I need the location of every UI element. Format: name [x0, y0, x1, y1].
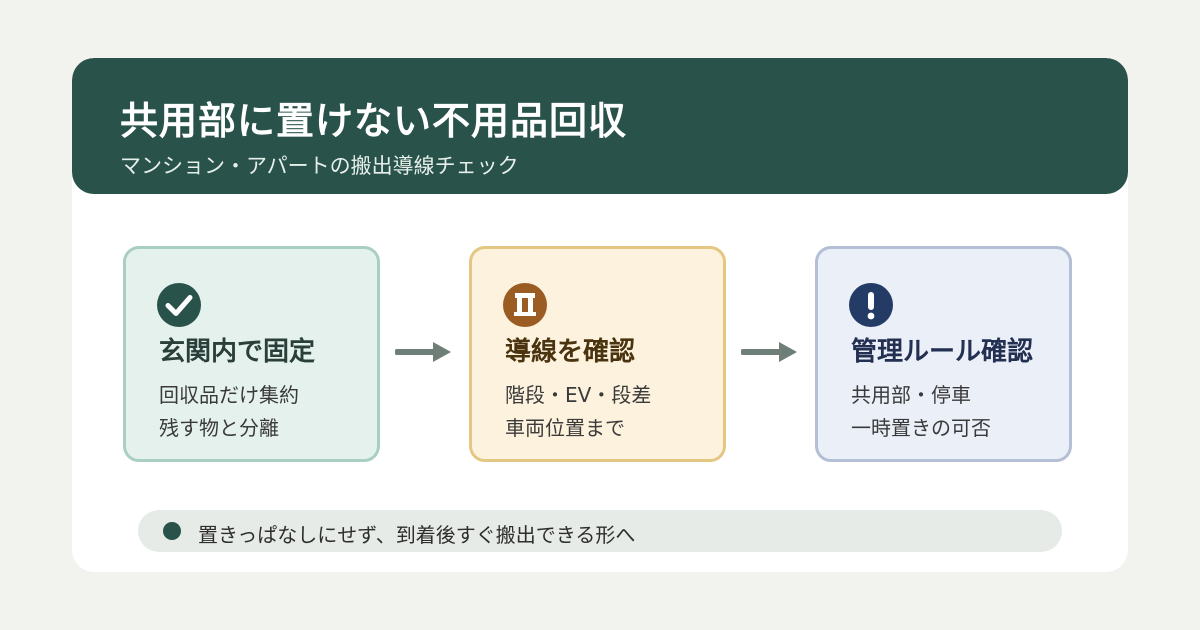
step-detail: 共用部・停車 [851, 383, 971, 407]
step-detail: 一時置きの可否 [851, 416, 991, 440]
step-detail: 階段・EV・段差 [505, 383, 652, 407]
step-title: 管理ルール確認 [851, 337, 1034, 367]
arrow-right-icon [741, 342, 797, 362]
step-card-check-rules: 管理ルール確認 共用部・停車 一時置きの可否 [815, 246, 1072, 462]
step-title: 玄関内で固定 [159, 337, 316, 367]
arrow-right-icon [395, 342, 451, 362]
check-circle-icon [157, 283, 201, 327]
step-detail: 回収品だけ集約 [159, 383, 299, 407]
page-title: 共用部に置けない不用品回収 [120, 99, 628, 143]
step-detail: 車両位置まで [505, 416, 625, 440]
summary-note: 置きっぱなしにせず、到着後すぐ搬出できる形へ [138, 510, 1062, 552]
step-card-check-route: 導線を確認 階段・EV・段差 車両位置まで [469, 246, 726, 462]
door-frame-icon [503, 283, 547, 327]
content-card: 共用部に置けない不用品回収 マンション・アパートの搬出導線チェック 玄関内で固定… [72, 58, 1128, 572]
step-title: 導線を確認 [505, 337, 636, 367]
header-banner: 共用部に置けない不用品回収 マンション・アパートの搬出導線チェック [72, 58, 1128, 194]
exclamation-circle-icon [849, 283, 893, 327]
bullet-dot-icon [163, 522, 181, 540]
page-subtitle: マンション・アパートの搬出導線チェック [120, 154, 519, 178]
step-detail: 残す物と分離 [159, 416, 279, 440]
summary-note-text: 置きっぱなしにせず、到着後すぐ搬出できる形へ [198, 523, 636, 547]
step-card-fix-at-entrance: 玄関内で固定 回収品だけ集約 残す物と分離 [123, 246, 380, 462]
